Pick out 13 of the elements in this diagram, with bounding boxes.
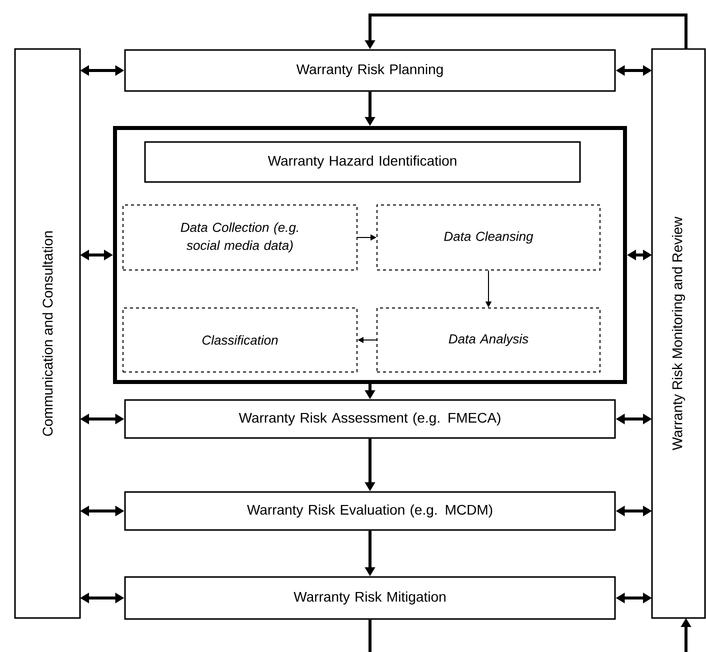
side-panel: Communication and Consultation [14, 48, 81, 619]
process-box: Warranty Risk Assessment (e.g. FMECA) [124, 399, 616, 439]
process-box: Warranty Risk Planning [124, 49, 616, 92]
process-box: Warranty Hazard Identification [144, 141, 581, 183]
dashed-step-box: Data Analysis [376, 308, 600, 372]
side-panel: Warranty Risk Monitoring and Review [651, 48, 706, 619]
process-box: Warranty Risk Mitigation [124, 576, 616, 620]
connector-line [368, 620, 372, 652]
dashed-step-box: Data Collection (e.g. social media data) [122, 204, 358, 270]
dashed-step-box: Classification [122, 308, 358, 372]
dashed-step-box: Data Cleansing [376, 204, 600, 270]
frame-box [113, 126, 627, 384]
process-box: Warranty Risk Evaluation (e.g. MCDM) [124, 491, 616, 531]
